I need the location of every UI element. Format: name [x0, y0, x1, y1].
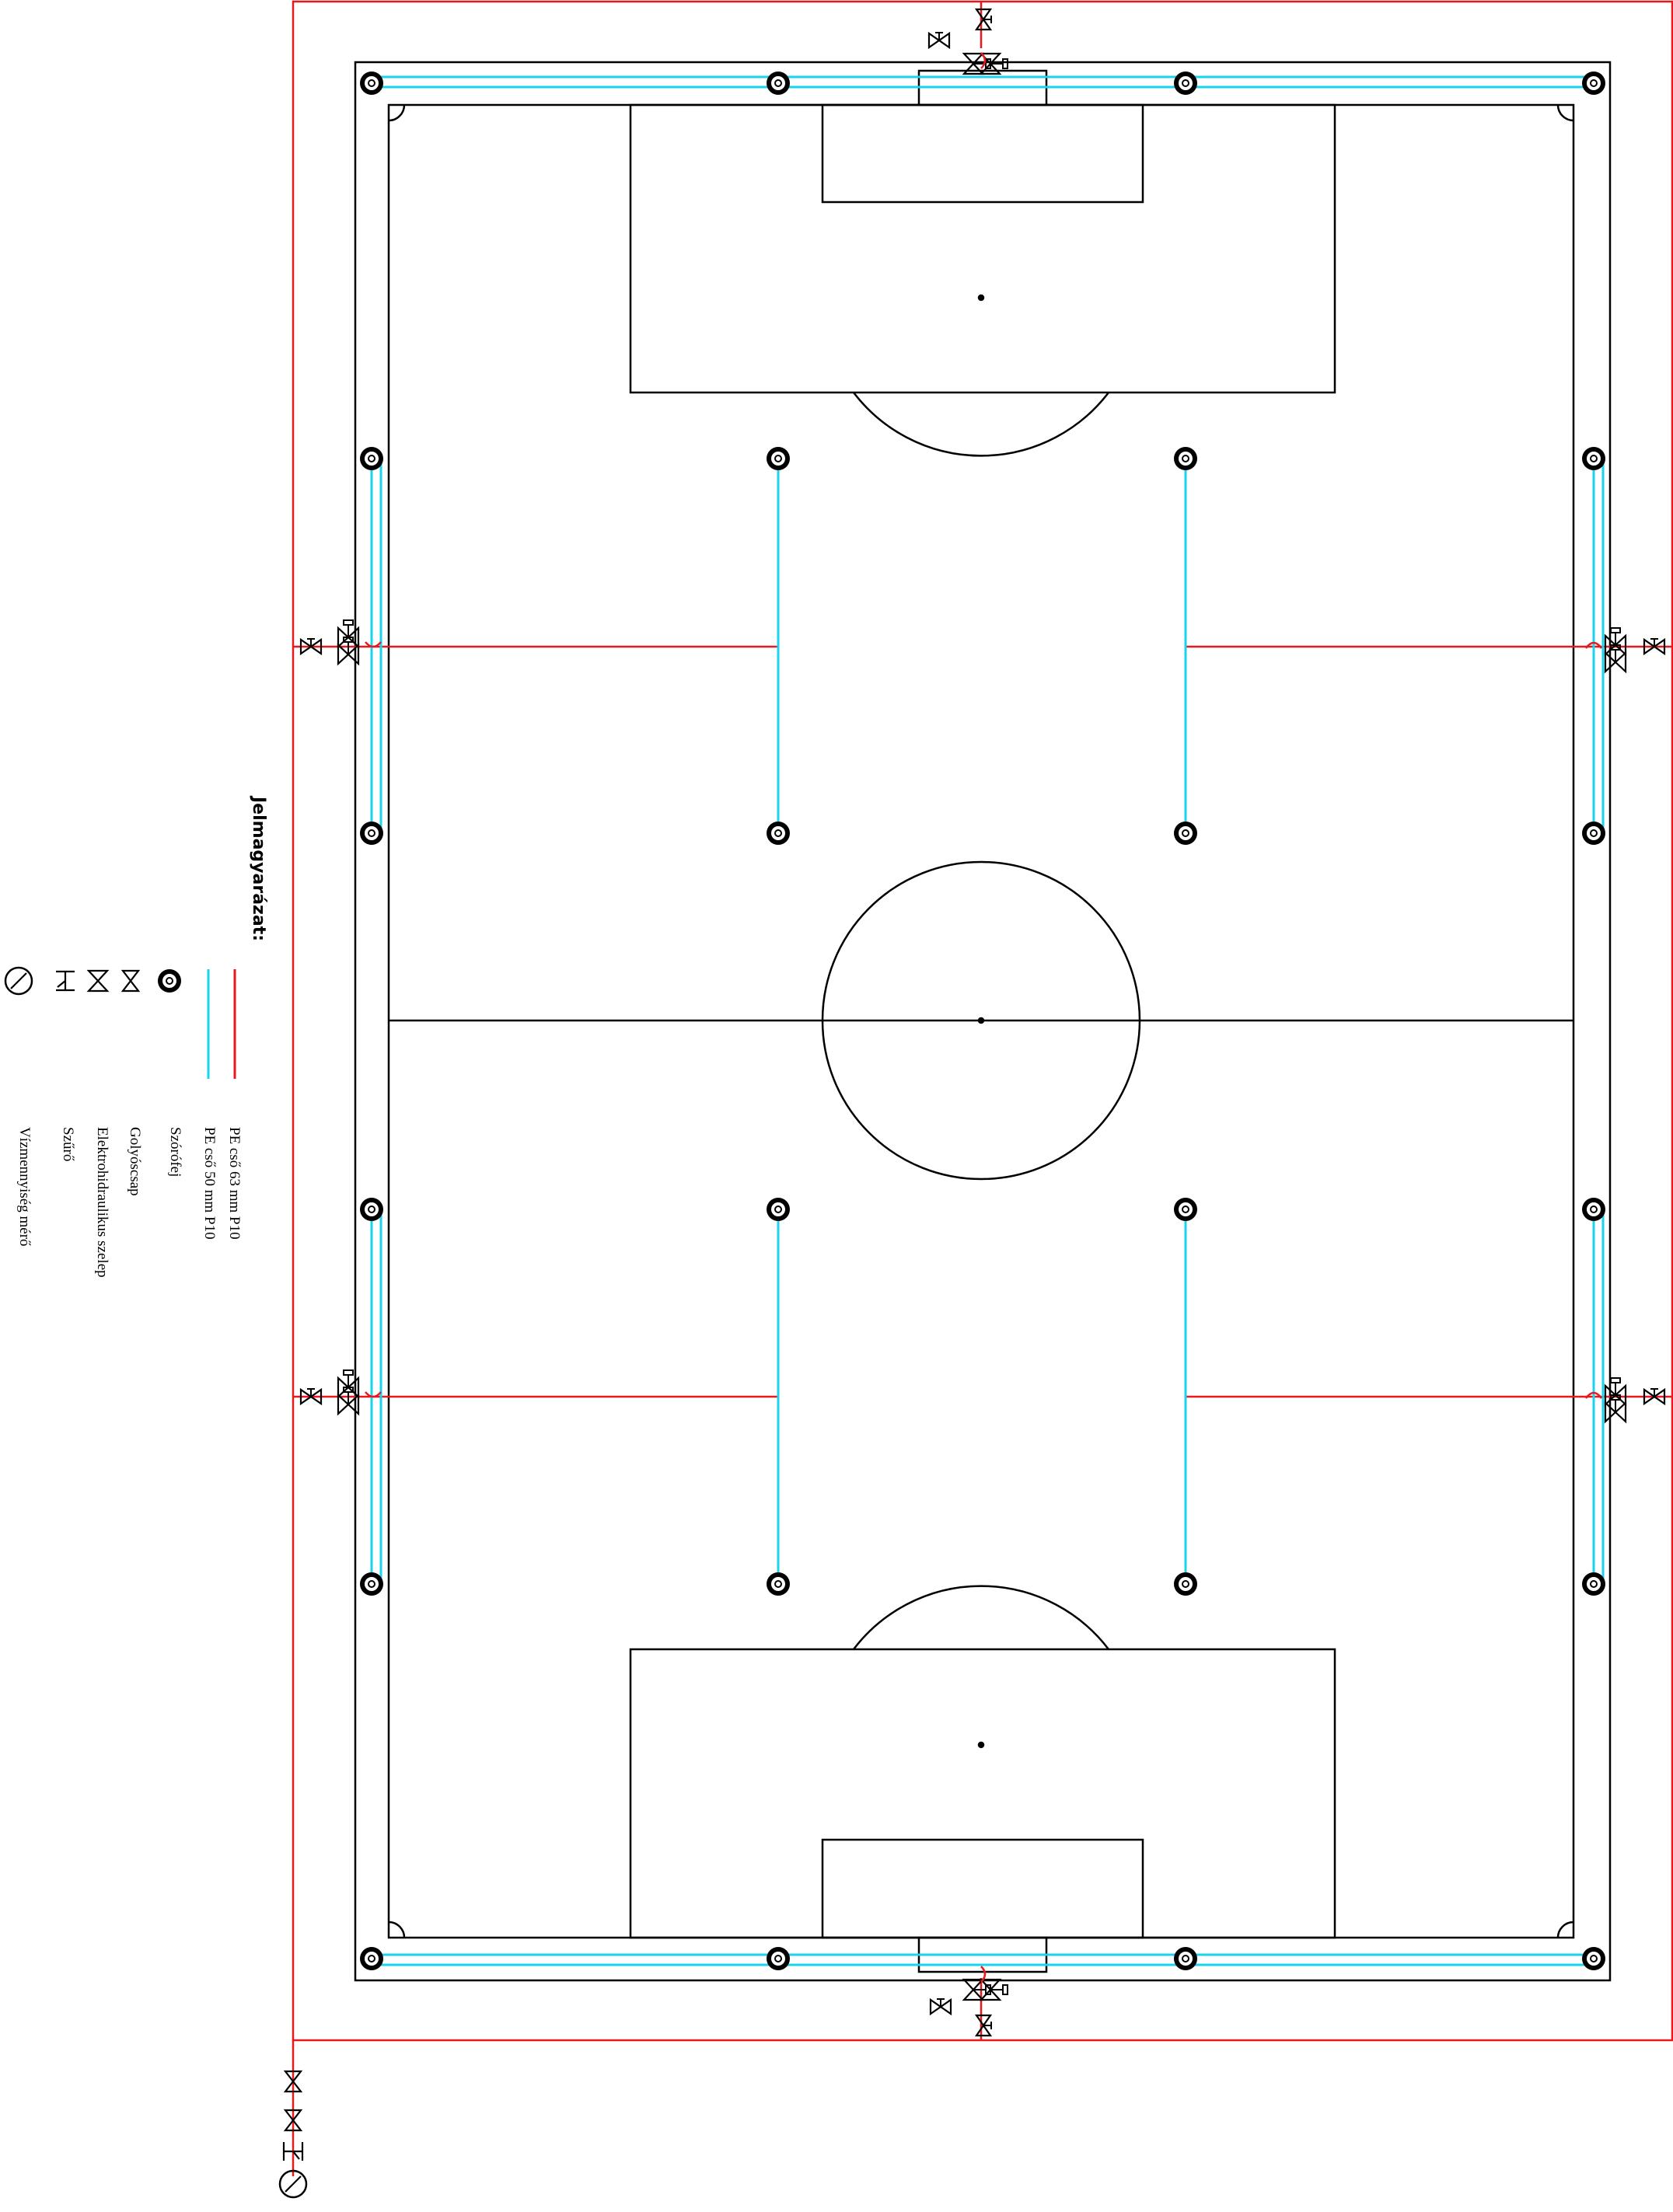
valve-cluster-left-upper	[299, 619, 382, 665]
loop-connector	[1584, 1391, 1603, 1399]
sprinkler-head-icon	[1581, 821, 1606, 846]
main-pipe-loop	[292, 0, 1673, 2042]
sprinkler-head-icon	[359, 71, 384, 96]
sprinkler-head-icon	[766, 71, 791, 96]
corner-arc-tr	[1556, 104, 1574, 122]
loop-connector	[980, 1966, 987, 1983]
top-penalty-arc	[853, 392, 1109, 457]
ball-valve-icon	[283, 2109, 303, 2132]
sprinkler-head-icon	[1173, 1197, 1198, 1222]
legend-label-filter: Szűrő	[60, 1127, 76, 1162]
sprinkler-head-icon	[1581, 1197, 1606, 1222]
main-pipe-network	[292, 0, 1673, 2176]
sprinkler-head-icon	[359, 1572, 384, 1596]
loop-connector	[1584, 641, 1603, 649]
loop-connector	[365, 641, 382, 648]
sprinkler-head-icon	[766, 821, 791, 846]
valve-cluster-right-lower	[1584, 1376, 1666, 1423]
legend-label-pe63: PE cső 63 mm P10	[226, 1127, 243, 1240]
legend-symbols	[4, 966, 236, 1079]
valve-cluster-left-lower	[299, 1369, 382, 1415]
corner-arc-bl	[388, 1921, 406, 1938]
legend: Jelmagyarázat: PE cső 63 mm P10 PE cső 5…	[0, 777, 280, 1278]
bottom-penalty-spot	[977, 1741, 985, 1749]
solenoid-valve-icon	[1604, 1394, 1627, 1423]
lateral-right-lower	[1592, 1209, 1605, 1584]
ball-valve-icon	[283, 2070, 303, 2093]
sprinkler-head-icon	[1581, 71, 1606, 96]
loop-connector	[365, 1391, 382, 1398]
ball-valve-icon	[975, 8, 993, 31]
sprinkler-head-icon	[766, 1946, 791, 1971]
ball-valve-icon	[927, 31, 951, 49]
top-penalty-spot	[977, 294, 985, 302]
ball-valve-icon	[975, 2014, 993, 2037]
filter-icon	[56, 970, 75, 992]
supply-inlet-assembly	[278, 2070, 308, 2199]
lateral-right-upper	[1592, 459, 1605, 833]
sprinkler-head-icon	[766, 446, 791, 471]
sprinkler-head-icon	[158, 969, 181, 993]
sprinkler-head-icon	[359, 821, 384, 846]
sprinkler-head-icon	[1173, 1946, 1198, 1971]
filter-icon	[282, 2142, 304, 2161]
lateral-pipe-network	[370, 75, 1605, 1966]
sprinkler-head-icon	[1173, 71, 1198, 96]
legend-label-solenoid: Elektrohidraulikus szelep	[94, 1127, 110, 1278]
legend-label-ballvalve: Golyóscsap	[127, 1127, 143, 1196]
bottom-goal-area	[821, 1838, 1144, 1939]
solenoid-valve-icon	[962, 1978, 992, 2001]
water-meter-icon	[4, 966, 33, 996]
sprinkler-head-icon	[1581, 1946, 1606, 1971]
legend-label-pe50: PE cső 50 mm P10	[201, 1127, 218, 1240]
sprinkler-head-icon	[1581, 446, 1606, 471]
sprinkler-head-icon	[1173, 446, 1198, 471]
sprinkler-head-icon	[359, 1197, 384, 1222]
bottom-penalty-arc	[853, 1585, 1109, 1650]
valve-cluster-top	[927, 8, 1009, 75]
valve-cluster-right-upper	[1584, 626, 1666, 673]
ball-valve-icon	[120, 969, 141, 993]
solenoid-valve-icon	[86, 969, 110, 993]
lateral-top	[372, 75, 1594, 89]
top-goal-area	[821, 103, 1144, 204]
corner-arc-br	[1556, 1921, 1574, 1938]
sprinkler-head-icon	[1173, 821, 1198, 846]
loop-connector	[980, 52, 987, 69]
corner-arc-tl	[388, 104, 406, 122]
lateral-bottom	[372, 1953, 1594, 1966]
solenoid-valve-icon	[1604, 644, 1627, 673]
sprinkler-head-icon	[1173, 1572, 1198, 1596]
legend-label-meter: Vízmennyiség mérő	[16, 1127, 33, 1247]
sprinkler-head-icon	[359, 446, 384, 471]
water-meter-icon	[278, 2169, 308, 2199]
sprinkler-head-icon	[766, 1197, 791, 1222]
bottom-penalty-area	[629, 1648, 1336, 1939]
legend-title: Jelmagyarázat:	[249, 797, 268, 942]
legend-label-sprinkler: Szórófej	[167, 1127, 183, 1178]
centre-circle	[821, 860, 1141, 1181]
sprinkler-head-icon	[1581, 1572, 1606, 1596]
football-field	[354, 61, 1612, 1982]
valve-cluster-bottom	[929, 1966, 1009, 2037]
sprinkler-head-icon	[359, 1946, 384, 1971]
ball-valve-icon	[929, 1997, 952, 2015]
centre-spot	[977, 1017, 985, 1024]
sprinkler-head-icon	[766, 1572, 791, 1596]
top-penalty-area	[629, 103, 1336, 394]
